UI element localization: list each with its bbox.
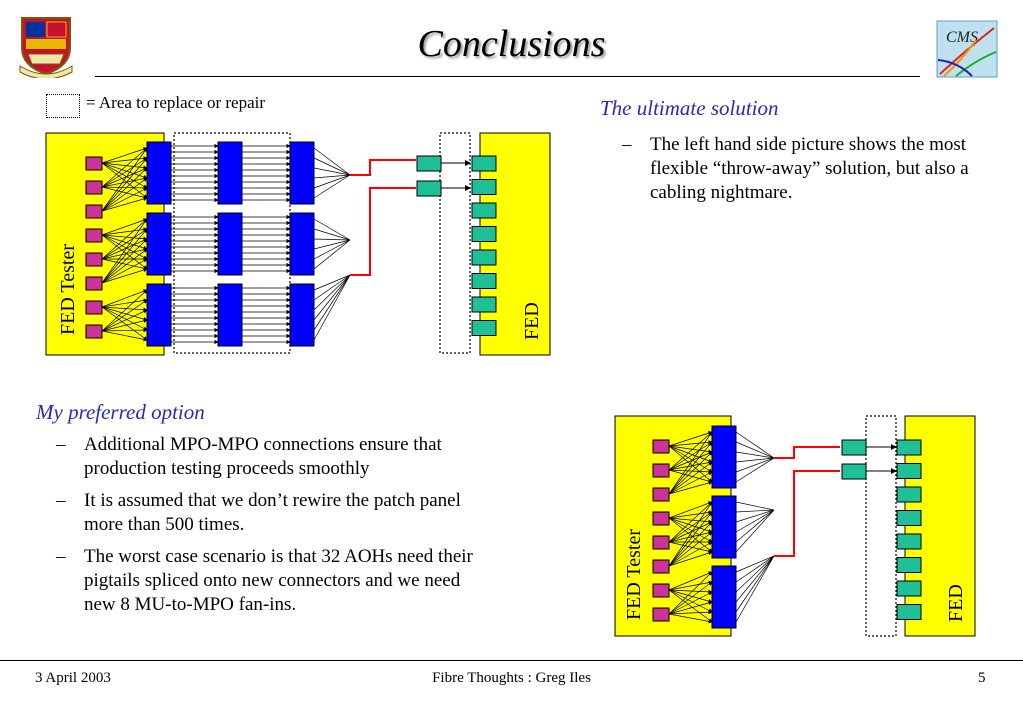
fan-in-fibres [668,431,713,624]
aoh-connector [85,324,103,339]
aoh-connectors [85,156,103,339]
svg-text:CMS: CMS [946,29,978,46]
aoh-connector [652,511,670,526]
footer-date: 3 April 2003 [35,670,111,686]
fed-receiver [471,296,497,313]
slide-title: Conclusions [417,23,606,65]
bullet-item: –The left hand side picture shows the mo… [622,134,969,203]
aoh-connector [85,156,103,171]
aoh-connectors [652,439,670,622]
mpo-column-2 [217,141,243,347]
fed-receiver [896,439,922,456]
fed-receiver [896,533,922,550]
red-trunk-cables [774,446,840,557]
mpo-adapters [416,155,471,197]
fed-receiver [471,179,497,195]
mpo-column-3 [289,141,315,347]
aoh-connector [652,607,670,622]
bullet-item: –Additional MPO-MPO connections ensure t… [56,434,442,479]
mpo-column [711,425,737,629]
replace-zone-fed-connectors [865,415,897,637]
aoh-connector [652,583,670,598]
college-crest-logo [19,17,73,78]
fed-receiver [896,510,922,526]
aoh-connector [652,439,670,454]
replace-zone-fed-connectors [439,132,471,354]
ultimate-solution-heading: The ultimate solution [600,96,779,120]
cms-experiment-logo: CMS [936,20,998,78]
tester-label: FED Tester [57,244,79,335]
aoh-connector [652,535,670,550]
mpo-adapters [841,439,897,480]
fed-receiver [471,155,497,172]
fed-receiver [471,320,497,336]
fed-receiver [471,226,497,242]
fed-receiver [471,273,497,289]
footer-divider [0,660,1023,661]
fed-label: FED [521,302,543,340]
tester-label: FED Tester [623,529,645,620]
fed-receiver [896,604,922,620]
bullet-item: –The worst case scenario is that 32 AOHs… [56,546,473,615]
footer-title: Fibre Thoughts : Greg Iles [432,670,591,686]
aoh-connector [85,228,103,243]
fed-optical-receivers [471,155,497,336]
fed-receiver [896,557,922,573]
bullet-item: –It is assumed that we don’t rewire the … [56,490,461,535]
aoh-connector [85,252,103,267]
aoh-connector [85,300,103,315]
fed-optical-receivers [896,439,922,620]
fan-out-fibres [735,431,775,623]
fed-receiver [896,463,922,479]
aoh-connector [85,204,103,219]
preferred-option-bullets: –Additional MPO-MPO connections ensure t… [56,433,496,625]
fed-receiver [896,580,922,597]
fan-out-fibres [313,147,351,341]
aoh-connector [652,559,670,574]
fan-in-fibres [101,147,148,342]
aoh-connector [652,487,670,502]
fed-label: FED [945,584,967,622]
legend-text: = Area to replace or repair [86,93,266,112]
fed-receiver [471,249,497,266]
aoh-connector [85,276,103,291]
legend-dotted-box [46,94,80,118]
fed-receiver [896,486,922,503]
patch-fibres [171,143,291,345]
mpo-column-1 [146,141,172,347]
red-trunk-cables [350,159,416,276]
aoh-connector [652,463,670,478]
fed-receiver [471,202,497,219]
page-number: 5 [978,670,986,686]
title-underline [95,76,920,77]
ultimate-solution-bullets: –The left hand side picture shows the mo… [622,133,972,213]
aoh-connector [85,180,103,195]
preferred-option-heading: My preferred option [36,400,205,424]
